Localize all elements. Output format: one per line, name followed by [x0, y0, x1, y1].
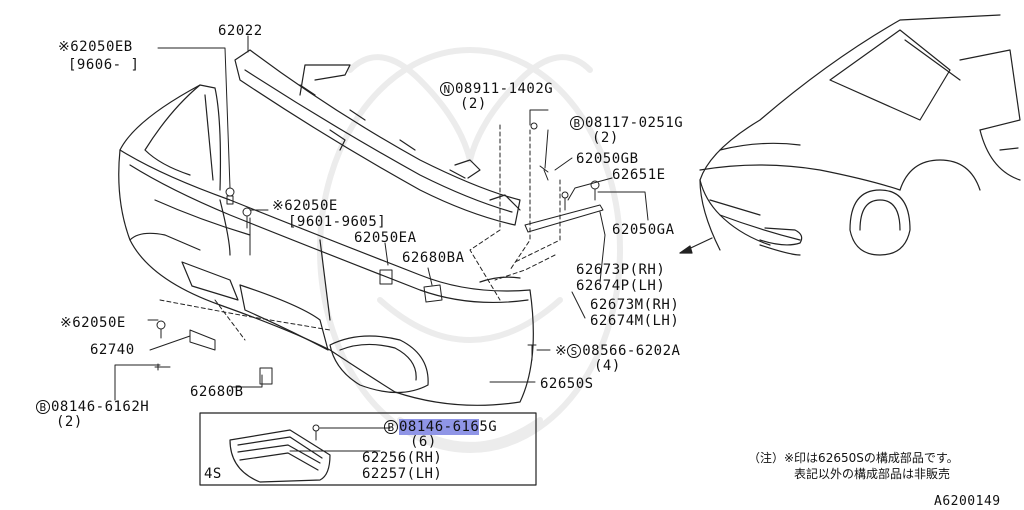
part-label-62651e: 62651E — [612, 167, 666, 183]
asterisk-mark: ※ — [555, 343, 568, 359]
part-label-62050e-top-range: [9601-9605] — [288, 214, 387, 230]
dashed-alignment-lines — [159, 124, 561, 341]
figure-id: A6200149 — [934, 494, 1001, 509]
bumper-fascia-drawing — [118, 84, 534, 406]
part-qty-08566: (4) — [594, 358, 621, 374]
part-label-62050e-top: ※62050E — [272, 198, 338, 214]
grille-drawing — [229, 429, 331, 483]
part-label-62650s: 62650S — [540, 376, 594, 392]
part-label-62740: 62740 — [90, 342, 135, 358]
b-symbol: B — [36, 400, 50, 414]
n-symbol: N — [440, 82, 454, 96]
highlighted-part-number[interactable]: 08146-616 — [399, 419, 480, 435]
part-label-62674m: 62674M(LH) — [590, 313, 680, 329]
part-number-suffix: 5G — [479, 419, 498, 435]
part-number-08117: 08117-0251G — [585, 115, 684, 131]
part-qty-08911: (2) — [460, 96, 487, 112]
note-line-2: 表記以外の構成部品は非販売 — [794, 467, 951, 481]
part-label-62050ea: 62050EA — [354, 230, 417, 246]
part-label-62050eb: ※62050EB — [58, 39, 133, 55]
part-label-62050eb-range: [9606- ] — [68, 57, 140, 73]
part-qty-08146h: (2) — [56, 414, 83, 430]
part-label-62680ba: 62680BA — [402, 250, 465, 266]
box-tag-4s: 4S — [204, 466, 222, 482]
part-label-62673m: 62673M(RH) — [590, 297, 680, 313]
part-label-62022: 62022 — [218, 23, 263, 39]
direction-arrow — [679, 237, 713, 254]
part-label-62050gb: 62050GB — [576, 151, 639, 167]
part-label-62257: 62257(LH) — [362, 466, 443, 482]
part-qty-08117: (2) — [592, 130, 619, 146]
part-number-08146h: 08146-6162H — [51, 399, 150, 415]
part-label-62050ga: 62050GA — [612, 222, 675, 238]
grille-detail-box — [199, 412, 537, 486]
reinforcement-drawing — [234, 49, 521, 226]
part-label-62680b: 62680B — [190, 384, 244, 400]
leader-lines — [114, 35, 649, 452]
b-symbol: B — [384, 420, 398, 434]
car-illustration — [699, 14, 1021, 256]
s-symbol: S — [567, 344, 582, 358]
part-label-62256: 62256(RH) — [362, 450, 443, 466]
part-number-08566: 08566-6202A — [582, 343, 681, 359]
part-label-62050e-left: ※62050E — [60, 315, 126, 331]
fasteners — [154, 122, 604, 441]
part-qty-08146g: (6) — [410, 434, 437, 450]
part-label-62673p: 62673P(RH) — [576, 262, 666, 278]
part-number-08911: 08911-1402G — [455, 81, 554, 97]
part-label-62674p: 62674P(LH) — [576, 278, 666, 294]
note-line-1: （注）※印は62650Sの構成部品です。 — [748, 451, 959, 465]
b-symbol: B — [570, 116, 584, 130]
